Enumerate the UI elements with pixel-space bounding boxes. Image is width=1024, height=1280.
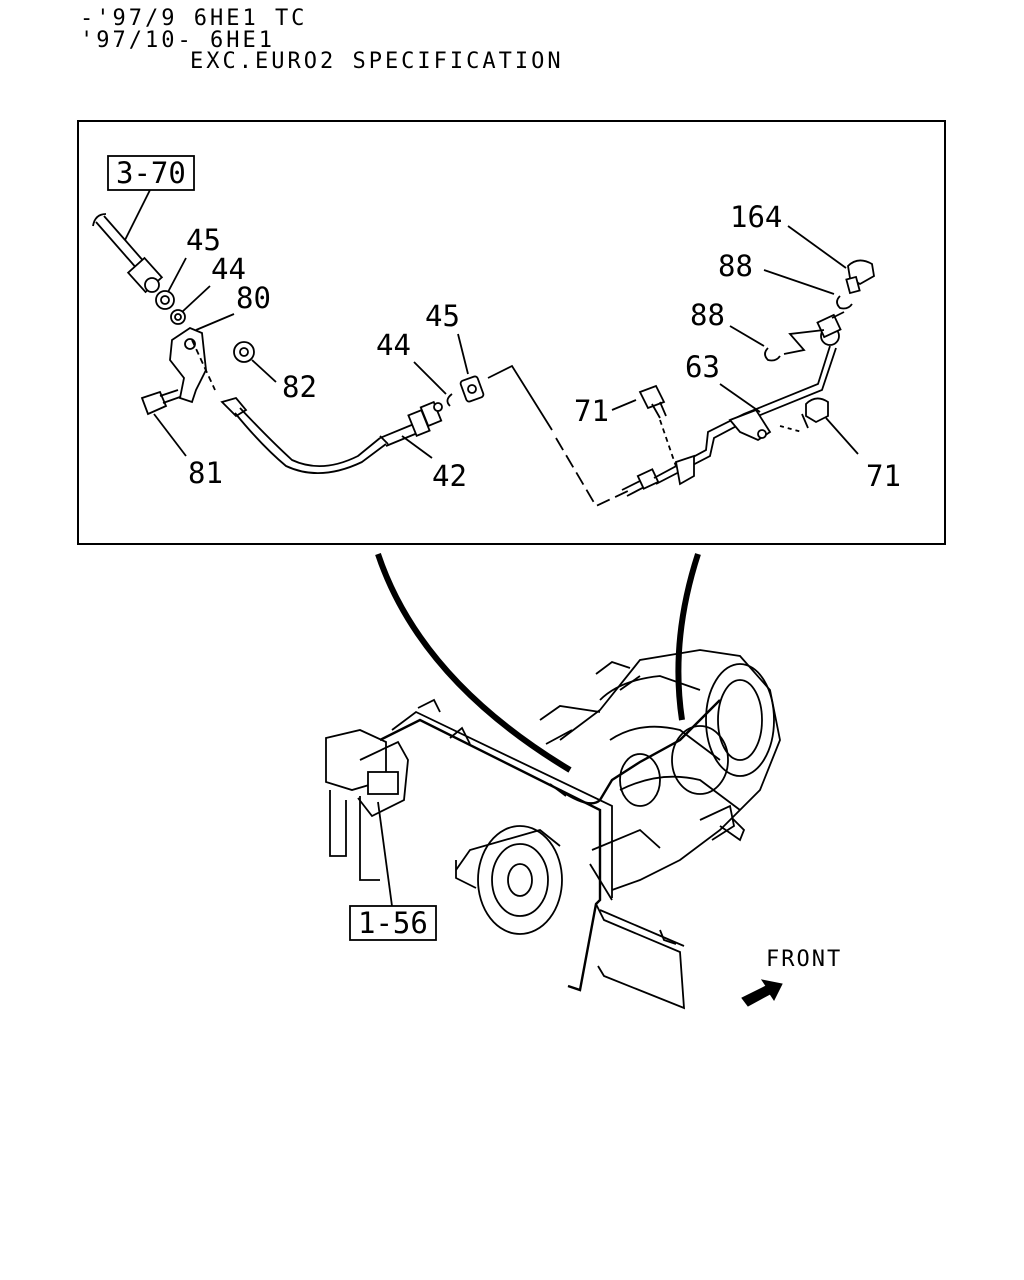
ref-box-1-56 (349, 905, 437, 941)
ref-label-1-56: 1-56 (358, 906, 428, 940)
part-63-pipe (621, 313, 842, 497)
callout-81: 81 (188, 456, 223, 490)
part-88-washer-upper (836, 295, 853, 310)
hose-3-70 (92, 213, 164, 294)
header-line-3: EXC.EURO2 SPECIFICATION (190, 49, 564, 74)
callout-63: 63 (685, 350, 720, 384)
callout-44-mid: 44 (376, 328, 411, 362)
callout-42: 42 (432, 459, 467, 493)
callout-164: 164 (730, 200, 782, 234)
part-42-switch (379, 400, 443, 447)
front-arrow-icon (741, 979, 783, 1007)
ref-label-3-70: 3-70 (116, 156, 186, 190)
callout-45-mid: 45 (425, 299, 460, 333)
callout-45-left: 45 (186, 223, 221, 257)
part-71-bolt-right (779, 397, 829, 433)
part-88-washer-lower (764, 347, 781, 362)
callout-71-right: 71 (866, 459, 901, 493)
header-line-2: '97/10- 6HE1 (80, 28, 275, 53)
front-label: FRONT (766, 947, 842, 972)
callout-71-left: 71 (574, 394, 609, 428)
part-44-washer-mid (446, 393, 453, 407)
leader-arc-right (675, 553, 701, 721)
pipe-curve (220, 396, 389, 474)
part-80-bracket (169, 326, 207, 404)
callout-88-upper: 88 (718, 249, 753, 283)
detail-frame (77, 120, 946, 545)
callout-80: 80 (236, 281, 271, 315)
engine-illustration (325, 649, 781, 1010)
part-71-bolt-left (638, 384, 681, 479)
part-164-plug (845, 259, 875, 295)
part-45-nut-mid (459, 375, 485, 403)
header-line-1: -'97/9 6HE1 TC (80, 6, 308, 31)
leader-arc-left (375, 553, 572, 773)
part-81-bolt (140, 390, 168, 416)
callout-82: 82 (282, 370, 317, 404)
ref-box-3-70 (107, 155, 195, 191)
callout-88-lower: 88 (690, 298, 725, 332)
callout-44-left: 44 (211, 252, 246, 286)
